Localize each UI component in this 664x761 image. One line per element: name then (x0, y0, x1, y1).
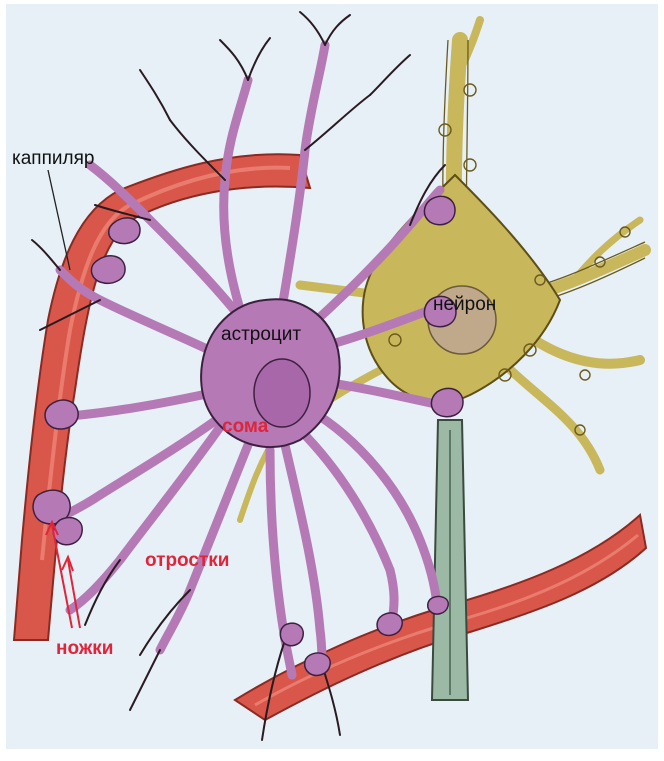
label-processes: отростки (145, 550, 229, 571)
label-soma: сома (222, 416, 269, 437)
label-feet: ножки (56, 638, 114, 659)
label-astrocyte: астроцит (221, 324, 301, 345)
label-capillary: каппиляр (12, 148, 94, 169)
label-neuron: нейрон (433, 294, 496, 315)
